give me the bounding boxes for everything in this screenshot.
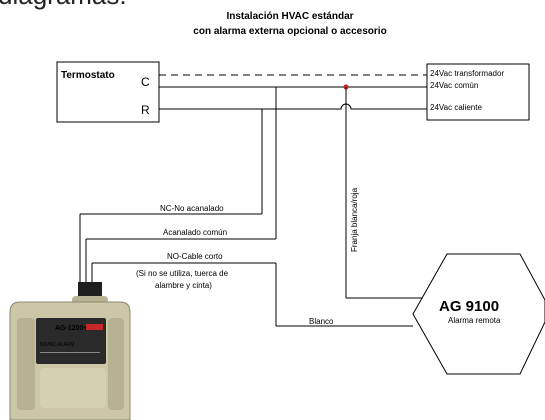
thermostat-label: Termostato bbox=[61, 70, 115, 81]
transformer-box bbox=[426, 63, 530, 121]
device-right-rib bbox=[108, 318, 124, 410]
device-red-badge bbox=[86, 324, 103, 330]
device-model-label: AG-1200+ bbox=[55, 325, 88, 332]
no-wire-note-1: (Si no se utiliza, tuerca de bbox=[136, 269, 229, 278]
transformer-line-3: 24Vac caliente bbox=[430, 103, 482, 112]
device-sub-label: NO/NC ALARM bbox=[40, 342, 74, 348]
transformer-line-1: 24Vac transformador bbox=[430, 69, 504, 78]
device-lower-face bbox=[40, 368, 106, 408]
device-left-rib bbox=[17, 318, 35, 410]
nc-wire-label: NC-No acanalado bbox=[160, 204, 224, 213]
acanalado-wire-label: Acanalado común bbox=[163, 228, 227, 237]
white-wire-label: Blanco bbox=[309, 317, 334, 326]
float-switch-device: AG-1200+ NO/NC ALARM bbox=[9, 282, 131, 420]
device-cap bbox=[78, 282, 102, 300]
no-wire-note-2: alambre y cinta) bbox=[155, 281, 212, 290]
hot-wire bbox=[159, 103, 427, 110]
diagram-title: Instalación HVAC estándar con alarma ext… bbox=[140, 9, 440, 39]
thermostat-terminal-c: C bbox=[141, 75, 150, 89]
title-line-2: con alarma externa opcional o accesorio bbox=[193, 26, 387, 37]
stripe-wire-label: Franja blanca/roja bbox=[350, 187, 359, 252]
alarm-hexagon bbox=[412, 253, 545, 375]
alarm-model: AG 9100 bbox=[439, 298, 499, 315]
alarm-caption: Alarma remota bbox=[448, 316, 501, 325]
transformer-line-2: 24Vac común bbox=[430, 81, 478, 90]
device-label-rule bbox=[40, 352, 100, 353]
title-line-1: Instalación HVAC estándar bbox=[226, 11, 354, 22]
thermostat-terminal-r: R bbox=[141, 103, 150, 117]
cut-off-heading: diagramas. bbox=[0, 0, 127, 11]
thermostat-box bbox=[56, 61, 160, 123]
no-wire-label: NO-Cable corto bbox=[167, 252, 223, 261]
